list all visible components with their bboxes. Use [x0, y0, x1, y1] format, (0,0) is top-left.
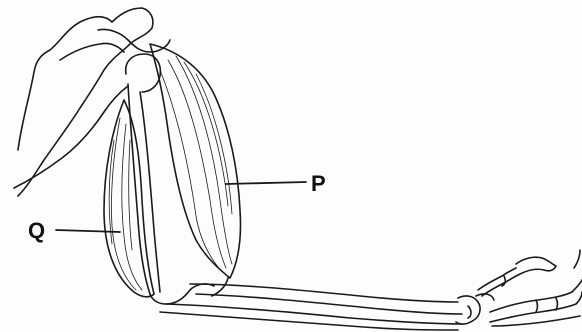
wrist-bones: [456, 294, 494, 324]
label-q: Q: [28, 220, 45, 242]
forearm-radius-top: [190, 284, 458, 302]
forearm-ulna-top: [166, 304, 462, 324]
finger-bones: [490, 250, 582, 326]
scapula-lower-edge: [14, 86, 128, 188]
biceps-tendon: [212, 278, 228, 296]
humerus-shaft-back: [128, 84, 150, 294]
label-p: P: [311, 173, 326, 195]
scapula-outline: [18, 8, 153, 196]
thumb-bones: [478, 257, 556, 296]
forearm-radius-bottom: [196, 294, 462, 314]
